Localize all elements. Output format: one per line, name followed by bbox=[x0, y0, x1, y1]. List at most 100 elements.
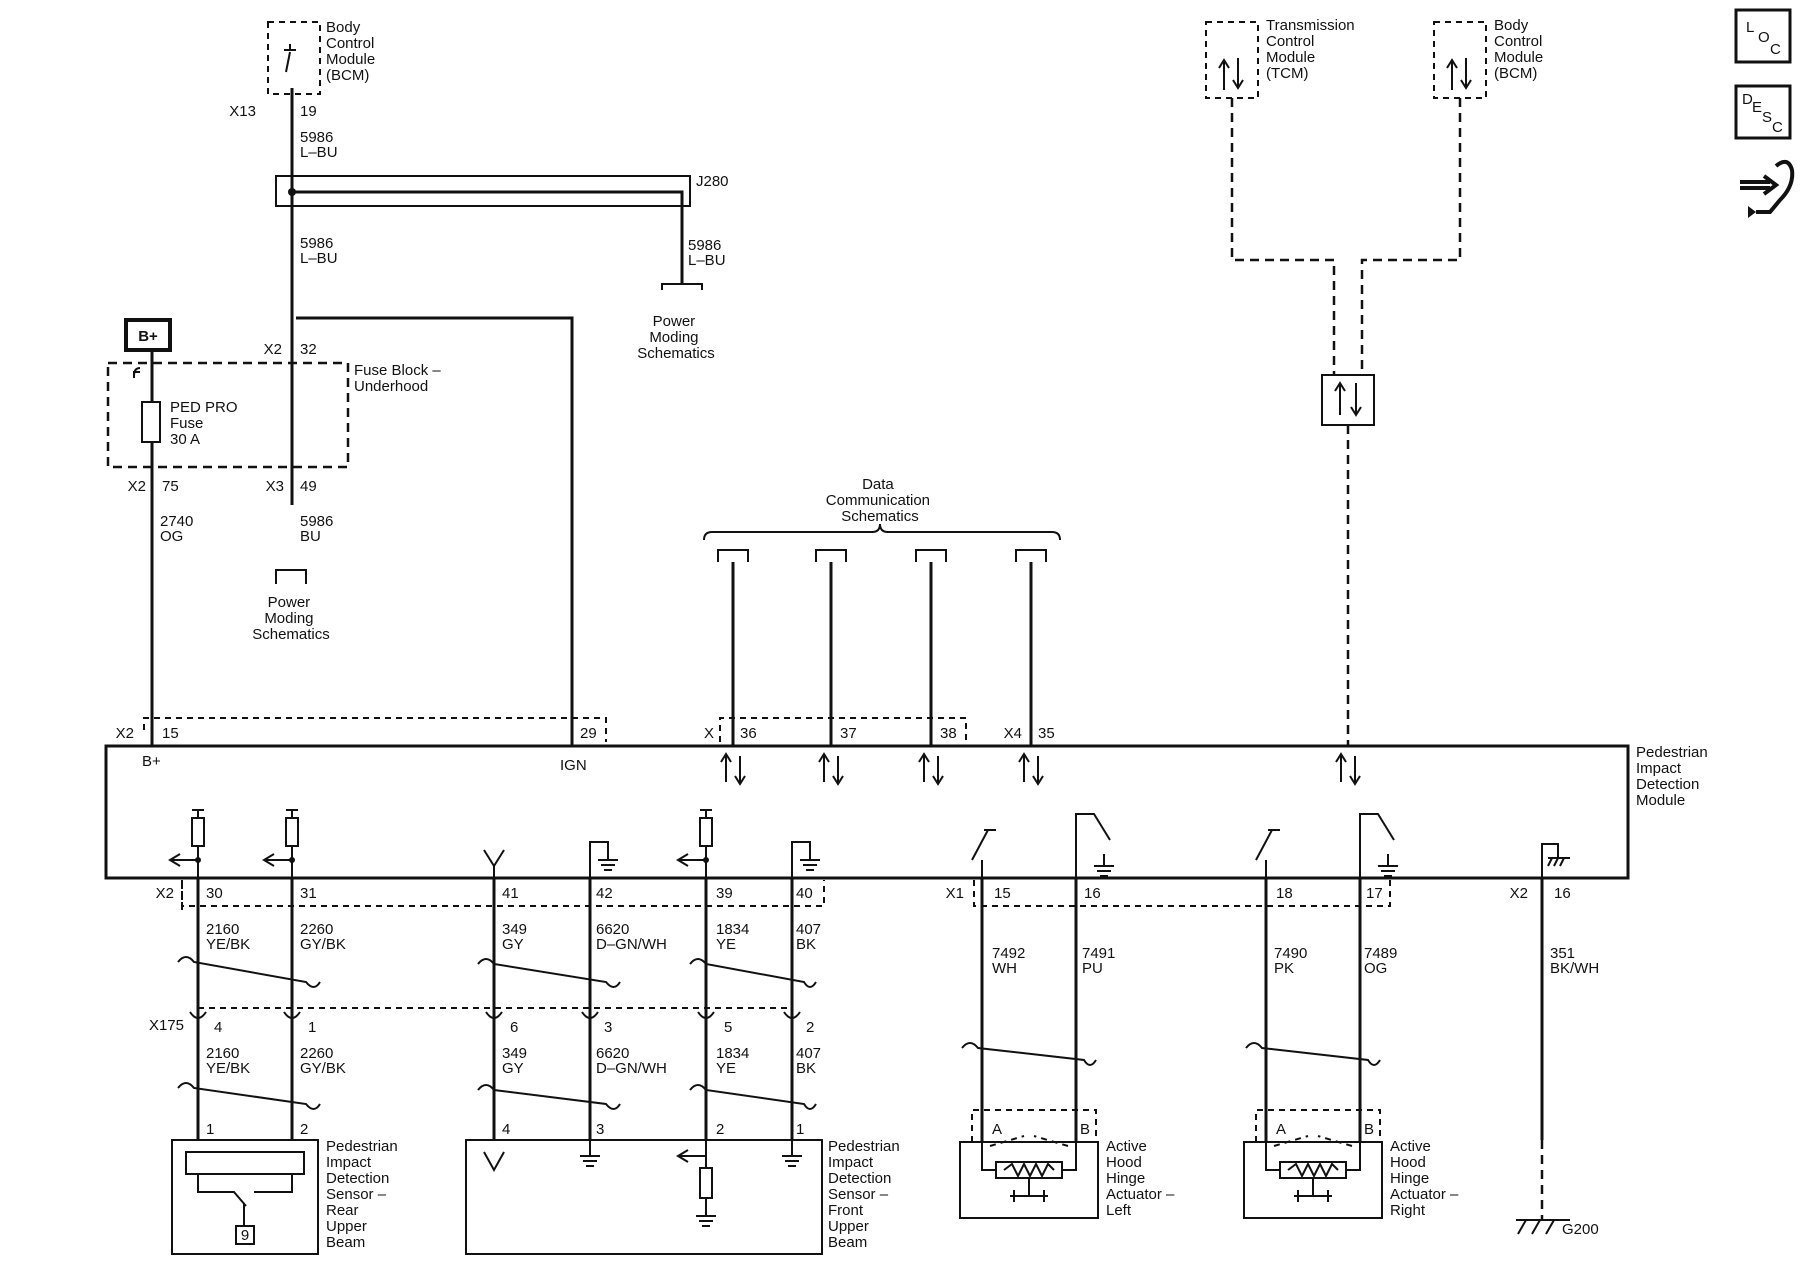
ped-pro-fuse-icon bbox=[141, 401, 161, 443]
power-moding-left-label: Power Moding Schematics bbox=[252, 594, 330, 643]
svg-text:15: 15 bbox=[994, 885, 1011, 902]
svg-text:16: 16 bbox=[1084, 885, 1101, 902]
tcm-box bbox=[1205, 21, 1259, 99]
serial-data-dashed-wires bbox=[1230, 98, 1462, 745]
data-link-arrows-icon bbox=[1334, 381, 1362, 417]
splice-j280-bar bbox=[292, 190, 684, 284]
rear-sensor-element bbox=[185, 1151, 305, 1175]
splice-j280-label: J280 bbox=[696, 173, 729, 190]
front-sensor-ref-icon bbox=[483, 1151, 505, 1173]
wire-2740-label: 2740 OG bbox=[160, 513, 198, 545]
pin-37-top: 37 bbox=[840, 725, 857, 742]
bcm-top-conn: X13 bbox=[229, 103, 256, 120]
svg-text:2: 2 bbox=[300, 1121, 308, 1138]
desc-icon[interactable]: D E S C bbox=[1734, 84, 1792, 140]
svg-text:18: 18 bbox=[1276, 885, 1293, 902]
fuse-out-right-conn: X3 bbox=[266, 478, 284, 495]
data-link-connector-box bbox=[1321, 374, 1375, 426]
front-sensor-resistor-icon bbox=[699, 1167, 713, 1199]
front-sensor-output-arrow-icon bbox=[676, 1140, 707, 1168]
module-serial-data-arrows-icon bbox=[720, 752, 1361, 786]
pin-15-top: 15 bbox=[162, 725, 179, 742]
front-sensor-ground-icon-2 bbox=[782, 1140, 802, 1167]
svg-text:L: L bbox=[1746, 19, 1754, 36]
wire-ign bbox=[296, 316, 574, 745]
svg-text:B: B bbox=[1364, 1121, 1374, 1138]
svg-text:41: 41 bbox=[502, 885, 519, 902]
bplus-label: B+ bbox=[138, 328, 158, 345]
bcm-right-box bbox=[1433, 21, 1487, 99]
wire-5986-bu-label: 5986 BU bbox=[300, 513, 338, 545]
module-ign-label: IGN bbox=[560, 757, 587, 774]
fuse-out-left-conn: X2 bbox=[128, 478, 146, 495]
svg-text:3: 3 bbox=[604, 1019, 612, 1036]
fuse-terminal-icon bbox=[133, 371, 153, 398]
svg-text:1: 1 bbox=[308, 1019, 316, 1036]
svg-text:42: 42 bbox=[596, 885, 613, 902]
actuator-wires bbox=[980, 878, 1362, 1142]
data-comm-brackets bbox=[717, 549, 1047, 562]
power-moding-left-bracket bbox=[275, 569, 307, 584]
bcm-top-name: Body Control Module (BCM) bbox=[326, 19, 379, 84]
tcm-data-arrows-icon bbox=[1218, 58, 1244, 90]
svg-text:6: 6 bbox=[510, 1019, 518, 1036]
pin-conn-x2-top: X2 bbox=[116, 725, 134, 742]
ground-g200-label: G200 bbox=[1562, 1221, 1599, 1238]
svg-text:A: A bbox=[1276, 1121, 1286, 1138]
svg-text:40: 40 bbox=[796, 885, 813, 902]
fuse-block-name: Fuse Block – Underhood bbox=[354, 362, 445, 395]
inline-conn-x175-name: X175 bbox=[149, 1017, 184, 1034]
module-actuator-switch-icons bbox=[971, 813, 1398, 878]
bcm-switch-icon bbox=[284, 44, 296, 73]
actuator-right-squib-icon bbox=[1265, 1135, 1361, 1202]
fuse-out-left-pin: 75 bbox=[162, 478, 179, 495]
loc-icon[interactable]: L O C bbox=[1734, 8, 1792, 64]
pin-36-top: 36 bbox=[740, 725, 757, 742]
inline-conn-x175-terminals bbox=[189, 1011, 801, 1019]
tcm-label: Transmission Control Module (TCM) bbox=[1266, 17, 1359, 82]
power-moding-top-label: Power Moding Schematics bbox=[637, 313, 715, 362]
svg-text:1: 1 bbox=[206, 1121, 214, 1138]
actuator-left-box bbox=[959, 1141, 1099, 1219]
svg-text:B: B bbox=[1080, 1121, 1090, 1138]
wire-5986-top-label: 5986 L–BU bbox=[300, 129, 338, 161]
rear-sensor-label: Pedestrian Impact Detection Sensor – Rea… bbox=[326, 1138, 402, 1251]
connector-wrench-icon[interactable] bbox=[1740, 159, 1795, 218]
svg-text:4: 4 bbox=[214, 1019, 222, 1036]
data-comm-label: Data Communication Schematics bbox=[826, 476, 934, 525]
svg-text:39: 39 bbox=[716, 885, 733, 902]
svg-text:D: D bbox=[1742, 91, 1753, 108]
module-bplus-label: B+ bbox=[142, 753, 161, 770]
data-comm-wires bbox=[731, 562, 1033, 745]
actuator-left-label: Active Hood Hinge Actuator – Left bbox=[1106, 1138, 1179, 1219]
svg-text:16: 16 bbox=[1554, 885, 1571, 902]
svg-text:E: E bbox=[1752, 99, 1762, 116]
actuator-left-squib-icon bbox=[981, 1135, 1077, 1202]
rear-sensor-ref-icon bbox=[235, 1225, 255, 1245]
pin-conn-x2b-bottom: X2 bbox=[1510, 885, 1528, 902]
module-low-reference-ground-icons bbox=[589, 841, 820, 878]
twisted-pair-marks bbox=[177, 956, 1381, 1110]
pin-conn-x-top: X bbox=[704, 725, 714, 742]
module-conn-x-top bbox=[719, 717, 967, 742]
svg-text:2: 2 bbox=[806, 1019, 814, 1036]
rear-sensor-box bbox=[171, 1139, 319, 1255]
svg-text:S: S bbox=[1762, 109, 1772, 126]
module-chassis-ground-icon bbox=[1541, 843, 1570, 878]
actuator-right-label: Active Hood Hinge Actuator – Right bbox=[1390, 1138, 1463, 1219]
fuse-block-in-conn: X2 bbox=[264, 341, 282, 358]
svg-text:17: 17 bbox=[1366, 885, 1383, 902]
